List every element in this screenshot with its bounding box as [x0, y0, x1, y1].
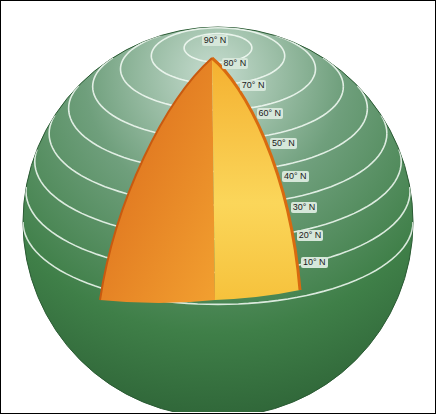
latitude-lines	[23, 28, 413, 305]
latitude-label: 40° N	[282, 171, 309, 182]
latitude-label: 10° N	[301, 257, 328, 268]
cut-edge	[100, 58, 212, 300]
latitude-label: 80° N	[222, 58, 249, 69]
latitude-label: 30° N	[291, 202, 318, 213]
latitude-label: 60° N	[257, 108, 284, 119]
latitude-label: 70° N	[240, 80, 267, 91]
latitude-label: 20° N	[297, 230, 324, 241]
latitude-label: 90° N	[202, 35, 229, 46]
globe	[23, 27, 413, 412]
latitude-label: 50° N	[270, 138, 297, 149]
cut-face-left	[100, 58, 215, 303]
